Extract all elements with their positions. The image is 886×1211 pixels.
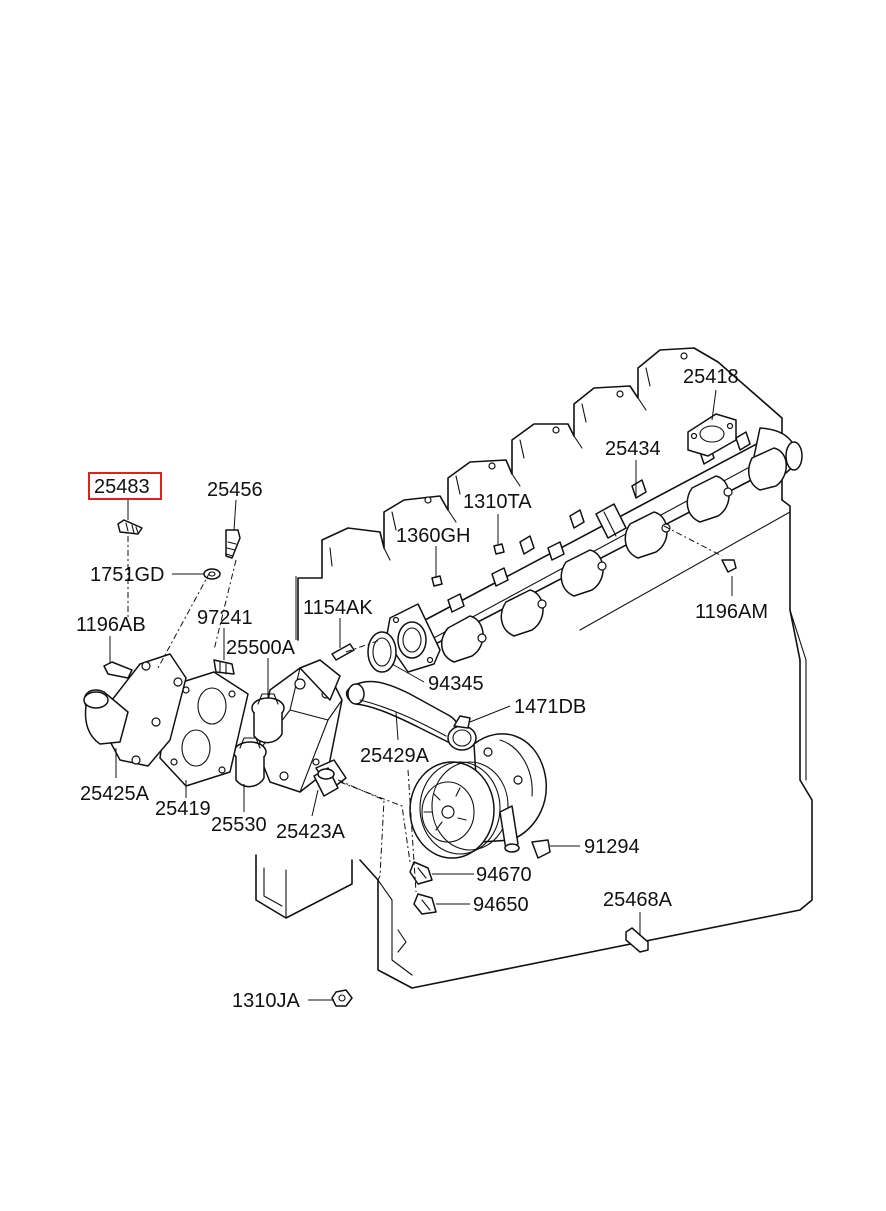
label-25423A[interactable]: 25423A: [276, 821, 346, 843]
label-1154AK[interactable]: 1154AK: [303, 597, 373, 619]
gasket-25419: [159, 671, 249, 787]
label-1360GH[interactable]: 1360GH: [396, 525, 471, 547]
leader-lines: [109, 389, 733, 1001]
label-94345[interactable]: 94345: [428, 673, 484, 695]
hose-clamp-1471DB: [447, 715, 477, 751]
engine-block-outline: [255, 347, 813, 989]
label-1196AM[interactable]: 1196AM: [695, 601, 768, 623]
bypass-hose-25429A: [345, 680, 460, 743]
label-1471DB[interactable]: 1471DB: [514, 696, 586, 718]
o-ring-94345: [367, 631, 397, 673]
label-1196AB[interactable]: 1196AB: [76, 614, 146, 636]
label-94650[interactable]: 94650: [473, 894, 529, 916]
label-25429A[interactable]: 25429A: [360, 745, 430, 767]
label-91294[interactable]: 91294: [584, 836, 640, 858]
label-25425A[interactable]: 25425A: [80, 783, 150, 805]
label-1751GD[interactable]: 1751GD: [90, 564, 165, 586]
label-97241[interactable]: 97241: [197, 607, 253, 629]
label-25456[interactable]: 25456: [207, 479, 263, 501]
label-25483[interactable]: 25483: [94, 476, 150, 498]
gasket-25418: [687, 413, 737, 457]
label-25434[interactable]: 25434: [605, 438, 661, 460]
assembly-lines: [127, 525, 723, 893]
fitting-25423A: [313, 767, 339, 797]
label-25530[interactable]: 25530: [211, 814, 267, 836]
part-labels: 25483 25456 1751GD 1196AB 97241 1154AK 2…: [76, 366, 768, 1012]
thermostat-cover-25425A: [83, 653, 187, 767]
label-1310JA[interactable]: 1310JA: [232, 990, 300, 1012]
thermostat-housing-25500A: [233, 659, 347, 793]
label-25500A[interactable]: 25500A: [226, 637, 296, 659]
water-pump: [409, 733, 547, 859]
label-25419[interactable]: 25419: [155, 798, 211, 820]
label-94670[interactable]: 94670: [476, 864, 532, 886]
label-1310TA[interactable]: 1310TA: [463, 491, 532, 513]
label-25468A[interactable]: 25468A: [603, 889, 673, 911]
label-25418[interactable]: 25418: [683, 366, 739, 388]
small-hardware: [103, 519, 737, 1007]
highlight-box-25483: [88, 472, 162, 500]
water-rail-25434: [385, 427, 803, 673]
